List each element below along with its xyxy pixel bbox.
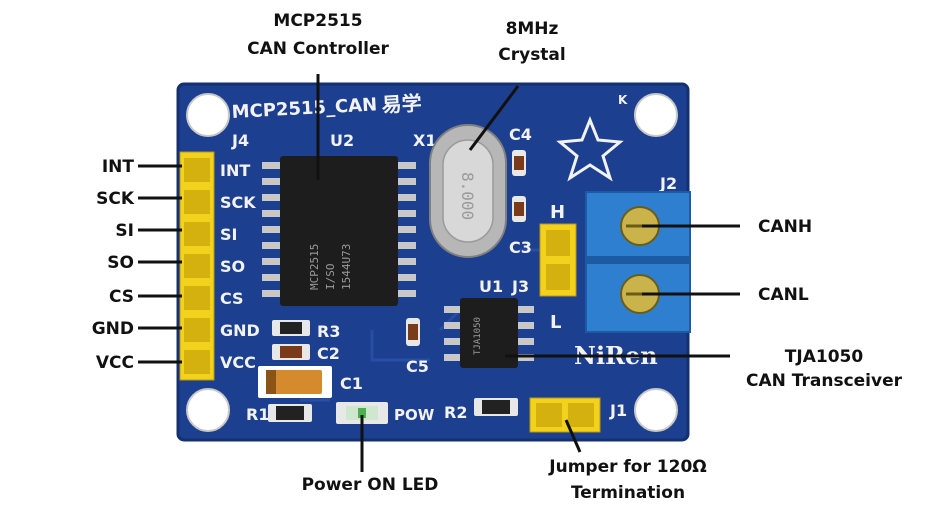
mount-hole-tl <box>186 93 230 137</box>
label-x1: X1 <box>413 131 436 150</box>
board-title-glyphs: 易学 <box>381 91 422 117</box>
callout-transceiver-2: CAN Transceiver <box>746 371 903 391</box>
mount-hole-tr <box>634 93 678 137</box>
callout-controller-1: MCP2515 <box>273 11 362 31</box>
callout-si: SI <box>115 221 134 241</box>
callout-texts: INT SCK SI SO CS GND VCC MCP2515 CAN Con… <box>92 11 903 503</box>
capacitor-c2 <box>272 344 310 360</box>
mount-hole-br <box>634 388 678 432</box>
tja-marking: TJA1050 <box>473 317 483 355</box>
callout-vcc: VCC <box>96 353 134 373</box>
silk-pin-so: SO <box>220 257 245 276</box>
crystal-x1: 8.000 <box>429 124 507 258</box>
callout-led: Power ON LED <box>302 475 439 495</box>
label-u2: U2 <box>330 131 354 150</box>
callout-controller-2: CAN Controller <box>247 39 389 59</box>
resistor-r2 <box>474 398 518 416</box>
label-c2: C2 <box>317 344 340 363</box>
label-r2: R2 <box>444 403 467 422</box>
mcp-marking-1: MCP2515 <box>308 244 321 290</box>
label-r1: R1 <box>246 405 269 424</box>
pin-header-j4 <box>179 151 215 381</box>
label-j3: J3 <box>511 277 529 296</box>
crystal-marking: 8.000 <box>458 172 477 220</box>
callout-jumper-2: Termination <box>571 483 685 503</box>
pin-label-group: INT SCK SI SO CS GND VCC <box>220 161 260 372</box>
label-l: L <box>550 312 561 333</box>
callout-cs: CS <box>109 287 134 307</box>
callout-transceiver-1: TJA1050 <box>785 347 864 367</box>
resistor-r1 <box>268 404 312 422</box>
silk-pin-cs: CS <box>220 289 244 308</box>
callout-sck: SCK <box>96 189 135 209</box>
label-u1: U1 <box>479 277 503 296</box>
capacitor-c4 <box>512 150 526 222</box>
label-j1: J1 <box>609 401 627 420</box>
silk-pin-gnd: GND <box>220 321 260 340</box>
label-j4: J4 <box>231 131 249 150</box>
callout-canl: CANL <box>758 285 809 305</box>
mcp-marking-2: I/SO <box>324 264 337 291</box>
label-r3: R3 <box>317 322 340 341</box>
pcb-traces <box>300 248 540 402</box>
jumper-j1 <box>529 397 601 433</box>
capacitor-c1 <box>258 366 332 398</box>
label-c5: C5 <box>406 357 429 376</box>
silk-pin-sck: SCK <box>220 193 256 212</box>
callout-jumper-1: Jumper for 120Ω <box>548 457 706 477</box>
callout-int: INT <box>102 157 135 177</box>
resistor-r3 <box>272 320 310 336</box>
label-c3: C3 <box>509 238 532 257</box>
silk-pin-int: INT <box>220 161 250 180</box>
label-c1: C1 <box>340 374 363 393</box>
callout-canh: CANH <box>758 217 812 237</box>
screw-terminal-j2 <box>585 191 691 333</box>
silk-pin-si: SI <box>220 225 237 244</box>
label-h: H <box>550 202 565 223</box>
label-c4: C4 <box>509 125 532 144</box>
callout-so: SO <box>107 253 134 273</box>
silk-pin-vcc: VCC <box>220 353 256 372</box>
label-j2: J2 <box>659 174 677 193</box>
jumper-j3 <box>539 223 577 297</box>
power-led <box>336 402 388 424</box>
star-logo <box>556 115 624 182</box>
mount-hole-bl <box>186 388 230 432</box>
label-pow: POW <box>394 406 435 424</box>
callout-gnd: GND <box>92 319 134 339</box>
label-k: K <box>618 93 628 107</box>
mcp-marking-3: 1544U73 <box>340 244 353 290</box>
callout-lines <box>138 74 740 472</box>
callout-crystal-2: Crystal <box>498 45 566 65</box>
callout-crystal-1: 8MHz <box>506 19 559 39</box>
mcp2515-chip: MCP2515 I/SO 1544U73 <box>262 156 416 306</box>
